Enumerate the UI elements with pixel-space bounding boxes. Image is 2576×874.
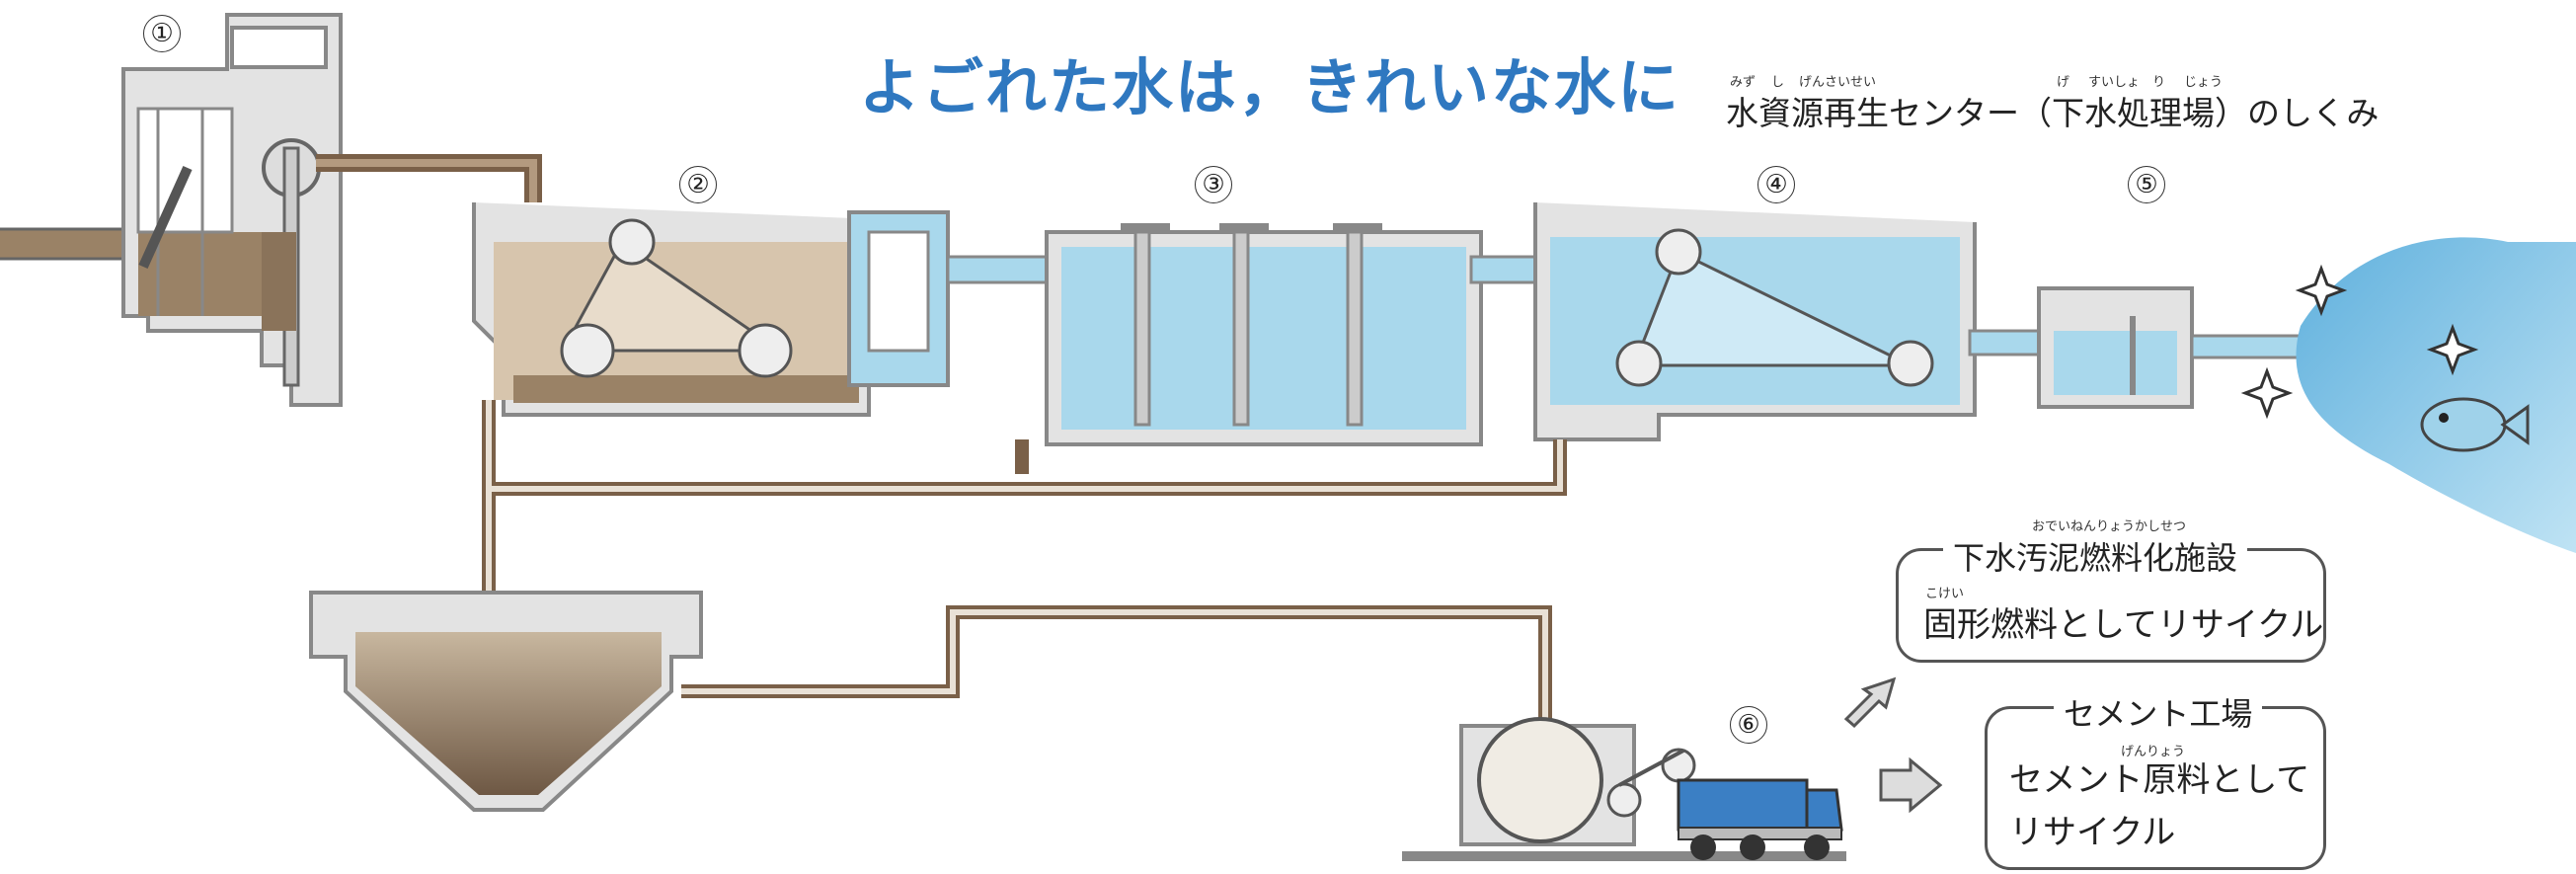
recycle-box-text: 固形燃料としてリサイクル [1923, 605, 2324, 645]
recycle-title-ruby: おでいねんりょうかしせつ [2032, 519, 2187, 534]
subtitle-ruby: げ [2057, 75, 2070, 90]
subtitle-ruby: みず [1730, 75, 1756, 90]
river [2240, 237, 2576, 553]
dump-truck-icon [1677, 778, 1843, 860]
step-number: ④ [1757, 166, 1795, 203]
recycle-box-text: リサイクル [2009, 813, 2176, 852]
step-number: ① [143, 15, 181, 52]
fish-icon [2420, 397, 2530, 452]
diagram-subtitle: 水資源再生センター（下水処理場）のしくみ [1726, 94, 2380, 132]
sparkle-icon [2240, 366, 2294, 420]
subtitle-ruby: すいしょ [2088, 75, 2141, 90]
recycle-box-title: セメント工場 [2054, 689, 2263, 735]
recycle-text-ruby: こけい [1925, 587, 1965, 601]
arrow-right-icon [1879, 756, 1943, 814]
disinfection-tank-5 [2037, 286, 2352, 409]
aeration-tank-3 [1045, 223, 1483, 446]
sludge-thickener [309, 591, 703, 812]
dewatering-machine-6 [1402, 717, 1846, 861]
subtitle-ruby: じょう [2184, 75, 2224, 90]
pipe-1-2 [316, 154, 542, 202]
grit-chamber-1 [121, 13, 343, 407]
recycle-box-title: 下水汚泥燃料化施設 [1943, 533, 2248, 579]
pipe-2-3 [946, 255, 1058, 284]
arrow-up-right-icon [1843, 676, 1897, 729]
sparkle-icon [2426, 323, 2479, 376]
pipe-4-5 [1968, 329, 2046, 357]
step-number: ③ [1195, 166, 1232, 203]
inflow-channel [0, 227, 133, 261]
recycle-text-ruby: げんりょう [2121, 745, 2186, 759]
page-title: よごれた水は，きれいな水に [859, 51, 1681, 123]
step-number: ② [679, 166, 717, 203]
subtitle-ruby: し [1771, 75, 1785, 90]
recycle-box-text: セメント原料として [2009, 760, 2310, 800]
sparkle-icon [2295, 264, 2348, 317]
subtitle-ruby: げんさいせい [1799, 75, 1877, 90]
step-number: ⑥ [1730, 706, 1767, 744]
primary-settling-tank-2 [472, 202, 950, 417]
final-settling-tank-4 [1533, 202, 1977, 441]
subtitle-ruby: り [2152, 75, 2166, 90]
step-number: ⑤ [2128, 166, 2165, 203]
